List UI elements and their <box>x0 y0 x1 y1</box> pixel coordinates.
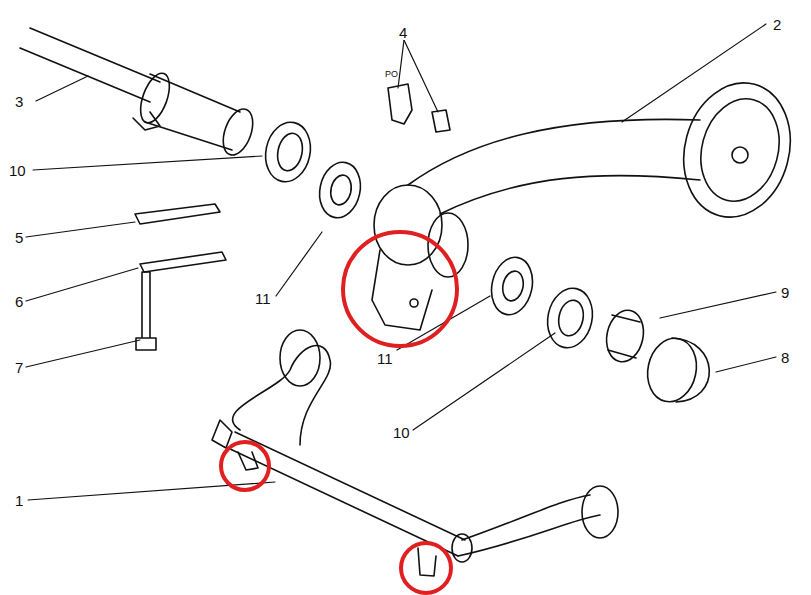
callout-number: 10 <box>8 163 27 178</box>
callout-number: 8 <box>780 350 790 365</box>
callout-number: 9 <box>780 285 790 300</box>
callout-number: 11 <box>376 351 394 366</box>
callout-number: 7 <box>14 360 24 375</box>
callout-number: 10 <box>392 425 411 440</box>
callout-number: 2 <box>772 17 782 32</box>
callout-number: 3 <box>14 94 24 109</box>
callout-number: 4 <box>398 25 408 40</box>
callout-number: 5 <box>14 230 24 245</box>
callout-number: PO <box>384 70 399 79</box>
callout-number: 6 <box>14 294 24 309</box>
callout-number: 11 <box>254 291 272 306</box>
callout-number: 1 <box>14 493 24 508</box>
